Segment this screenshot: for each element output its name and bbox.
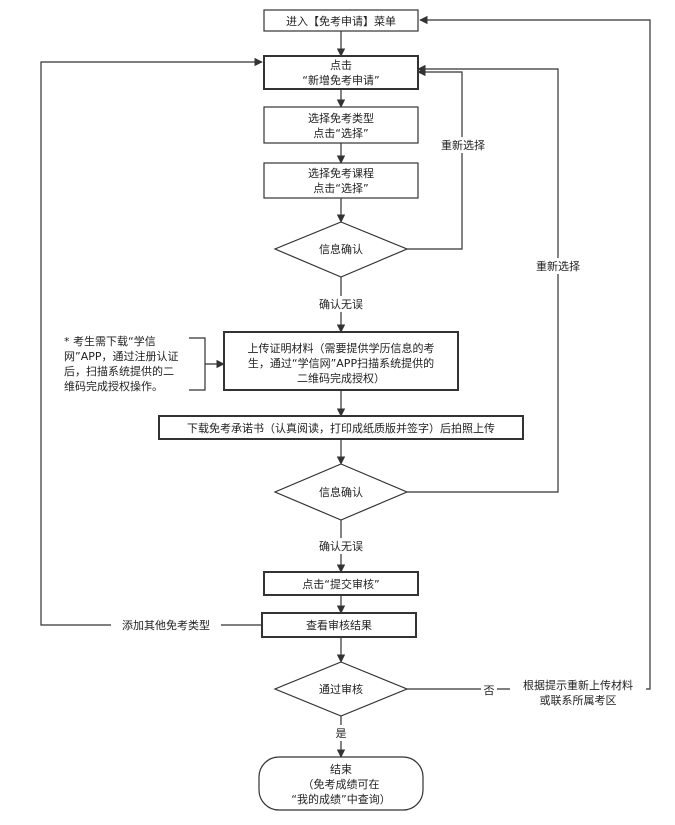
label-reselect-2: 重新选择 <box>536 259 580 273</box>
node-enter-menu-label: 进入【免考申请】菜单 <box>286 14 396 28</box>
node-end-label-3: “我的成绩”中查询） <box>291 792 390 806</box>
loop-reselect-1 <box>407 67 463 250</box>
node-download-pledge-label: 下载免考承诺书（认真阅读，打印成纸质版并签字）后拍照上传 <box>187 421 495 435</box>
label-confirm-ok-1: 确认无误 <box>319 298 363 311</box>
decision-confirm-2-label: 信息确认 <box>319 485 363 499</box>
decision-pass-review <box>273 661 409 717</box>
node-select-type <box>263 106 419 144</box>
decision-pass-review-label: 通过审核 <box>319 682 363 696</box>
node-upload-label-2: 生，通过“学信网”APP扫描系统提供的 <box>248 356 434 370</box>
decision-confirm-2 <box>273 463 409 521</box>
node-select-type-label-1: 选择免考类型 <box>308 111 374 125</box>
node-upload <box>223 331 459 391</box>
node-download-pledge <box>158 415 524 440</box>
node-new-apply-label-2: “新增免考申请” <box>302 73 379 87</box>
node-view-result <box>261 612 417 638</box>
node-upload-label-3: 二维码完成授权） <box>297 371 385 385</box>
node-select-course <box>263 162 419 199</box>
note-line-3: 后，扫描系统提供的二 <box>64 364 174 378</box>
note-line-4: 维码完成授权操作。 <box>64 379 163 393</box>
label-reupload-1: 根据提示重新上传材料 <box>523 678 633 692</box>
node-end-label-1: 结束 <box>330 763 352 776</box>
note-bracket <box>189 337 206 391</box>
node-submit-review-label: 点击“提交审核” <box>302 577 379 591</box>
node-end-label-2: （免考成绩可在 <box>303 777 380 791</box>
decision-confirm-1-label: 信息确认 <box>319 242 363 256</box>
node-view-result-label: 查看审核结果 <box>306 618 372 632</box>
node-submit-review <box>263 571 419 596</box>
node-upload-label-1: 上传证明材料（需要提供学历信息的考 <box>248 341 435 355</box>
decision-confirm-1 <box>273 221 409 278</box>
node-new-apply-label-1: 点击 <box>330 59 352 72</box>
note-line-1: * 考生需下载“学信 <box>64 334 156 348</box>
label-reupload-2: 或联系所属考区 <box>540 694 617 707</box>
note-line-2: 网”APP，通过注册认证 <box>64 349 179 363</box>
node-select-course-label-1: 选择免考课程 <box>308 166 374 180</box>
node-new-apply <box>263 55 419 90</box>
node-end <box>258 756 424 811</box>
label-confirm-ok-2: 确认无误 <box>319 540 363 553</box>
label-add-other-type: 添加其他免考类型 <box>122 618 210 632</box>
label-no: 否 <box>484 684 495 697</box>
label-yes: 是 <box>336 727 347 740</box>
node-select-course-label-2: 点击“选择” <box>313 181 368 195</box>
node-select-type-label-2: 点击“选择” <box>313 126 368 140</box>
node-enter-menu <box>263 9 419 32</box>
loop-reselect-2 <box>407 64 559 493</box>
label-reselect-1: 重新选择 <box>441 138 485 152</box>
